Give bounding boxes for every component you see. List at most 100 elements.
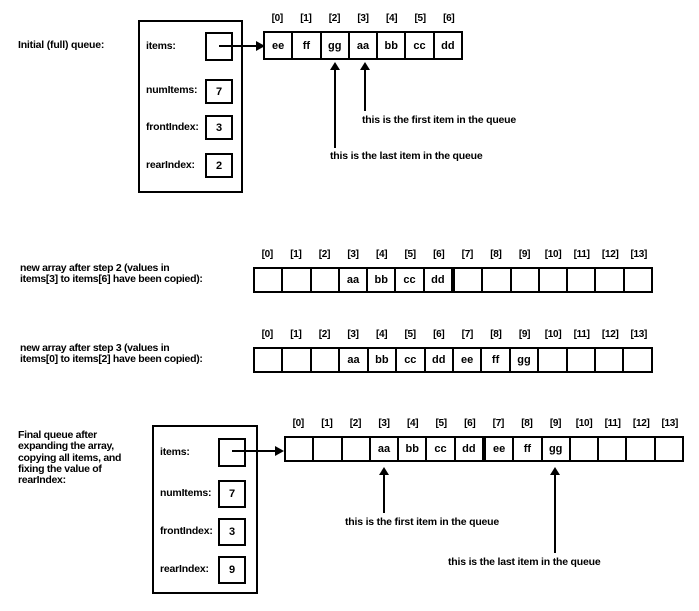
final-rearindex-label: rearIndex: — [160, 563, 209, 575]
array-index-label: [4] — [406, 418, 419, 429]
step3-array: [0][1][2][3][4][5][6][7][8][9][10][11][1… — [253, 329, 653, 373]
array-index-label: [2] — [349, 418, 362, 429]
step3-label-line1: new array after step 3 (values in — [20, 342, 170, 354]
step3-section-label: new array after step 3 (values in items[… — [20, 342, 203, 366]
array-cell: gg — [540, 438, 569, 460]
array-index-label: [7] — [492, 418, 505, 429]
initial-frontindex-value-box: 3 — [205, 115, 233, 140]
array-index-label: [3] — [378, 418, 390, 429]
array-index-label: [13] — [630, 329, 648, 340]
array-cell: cc — [395, 349, 423, 371]
final-items-label: items: — [160, 446, 190, 458]
array-cell — [281, 269, 309, 291]
array-cell — [481, 269, 509, 291]
array-index-label: [4] — [375, 249, 388, 260]
final-last-item-annotation: this is the last item in the queue — [448, 556, 601, 568]
array-index-label: [0] — [261, 249, 274, 260]
initial-numitems-value-box: 7 — [205, 79, 233, 104]
array-index-label: [8] — [490, 329, 502, 340]
final-section-label: Final queue after expanding the array, c… — [18, 429, 121, 487]
final-first-item-arrow-line — [383, 474, 385, 513]
array-cell: ff — [291, 33, 319, 58]
array-index-label: [11] — [573, 329, 590, 340]
array-cell: aa — [347, 33, 376, 58]
array-cell: aa — [337, 269, 366, 291]
initial-pointer-line — [219, 45, 257, 47]
array-cell — [309, 349, 338, 371]
array-index-label: [11] — [573, 249, 590, 260]
array-cell: ff — [512, 438, 540, 460]
final-numitems-label: numItems: — [160, 487, 212, 499]
final-last-item-arrow-icon — [550, 467, 560, 475]
array-index-label: [0] — [271, 13, 284, 24]
initial-last-item-arrow-icon — [330, 62, 340, 70]
initial-frontindex-value: 3 — [215, 121, 223, 134]
array-cell: bb — [397, 438, 425, 460]
array-index-label: [9] — [518, 249, 531, 260]
final-last-item-arrow-line — [554, 474, 556, 553]
array-cell: gg — [319, 33, 348, 58]
final-frontindex-label: frontIndex: — [160, 525, 213, 537]
final-first-item-annotation: this is the first item in the queue — [345, 516, 500, 528]
initial-array-index-row: [0][1][2][3][4][5][6] — [263, 13, 463, 24]
final-rearindex-value-box: 9 — [218, 556, 246, 584]
array-index-label: [3] — [347, 249, 359, 260]
array-index-label: [11] — [604, 418, 621, 429]
array-index-label: [12] — [601, 249, 619, 260]
array-index-label: [1] — [300, 13, 312, 24]
array-cell — [597, 438, 625, 460]
array-cell — [565, 349, 594, 371]
step2-array: [0][1][2][3][4][5][6][7][8][9][10][11][1… — [253, 249, 653, 293]
array-cell — [509, 269, 538, 291]
array-index-label: [2] — [318, 249, 331, 260]
array-index-label: [10] — [575, 418, 593, 429]
array-cell — [312, 438, 340, 460]
step2-array-index-row: [0][1][2][3][4][5][6][7][8][9][10][11][1… — [253, 249, 653, 260]
array-index-label: [10] — [544, 329, 562, 340]
array-cell — [566, 269, 594, 291]
array-index-label: [9] — [518, 329, 531, 340]
array-index-label: [4] — [385, 13, 398, 24]
array-index-label: [5] — [404, 249, 417, 260]
array-index-label: [9] — [549, 418, 562, 429]
array-cell — [340, 438, 369, 460]
array-index-label: [7] — [461, 329, 474, 340]
array-cell: bb — [366, 349, 395, 371]
array-cell: ee — [272, 39, 285, 52]
array-cell — [255, 269, 281, 291]
array-cell: dd — [422, 269, 451, 291]
array-cell: bb — [366, 269, 394, 291]
initial-rearindex-value-box: 2 — [205, 153, 233, 178]
final-first-item-arrow-icon — [379, 467, 389, 475]
array-index-label: [0] — [261, 329, 274, 340]
final-rearindex-value: 9 — [228, 564, 236, 576]
final-array-index-row: [0][1][2][3][4][5][6][7][8][9][10][11][1… — [284, 418, 684, 429]
array-cell — [281, 349, 309, 371]
array-index-label: [8] — [521, 418, 533, 429]
array-index-label: [12] — [601, 329, 619, 340]
array-cell — [255, 349, 281, 371]
array-index-label: [7] — [461, 249, 474, 260]
final-array: [0][1][2][3][4][5][6][7][8][9][10][11][1… — [284, 418, 684, 462]
final-label-line2: expanding the array, — [18, 440, 114, 453]
final-label-line5: rearIndex: — [18, 474, 66, 487]
array-cell: bb — [376, 33, 404, 58]
array-index-label: [13] — [630, 249, 648, 260]
initial-pointer-arrow-icon — [256, 41, 265, 51]
final-items-pointer-box — [218, 438, 246, 467]
array-cell — [622, 349, 650, 371]
array-cell — [622, 269, 651, 291]
array-index-label: [6] — [433, 329, 445, 340]
array-index-label: [2] — [318, 329, 331, 340]
array-index-label: [0] — [292, 418, 305, 429]
final-label-line4: fixing the value of — [18, 462, 102, 475]
array-cell: aa — [338, 349, 366, 371]
array-cell: cc — [404, 33, 432, 58]
initial-last-item-arrow-line — [334, 69, 336, 148]
initial-section-label: Initial (full) queue: — [18, 39, 105, 51]
array-cell — [568, 438, 597, 460]
array-cell: ff — [480, 349, 508, 371]
array-index-label: [8] — [490, 249, 502, 260]
